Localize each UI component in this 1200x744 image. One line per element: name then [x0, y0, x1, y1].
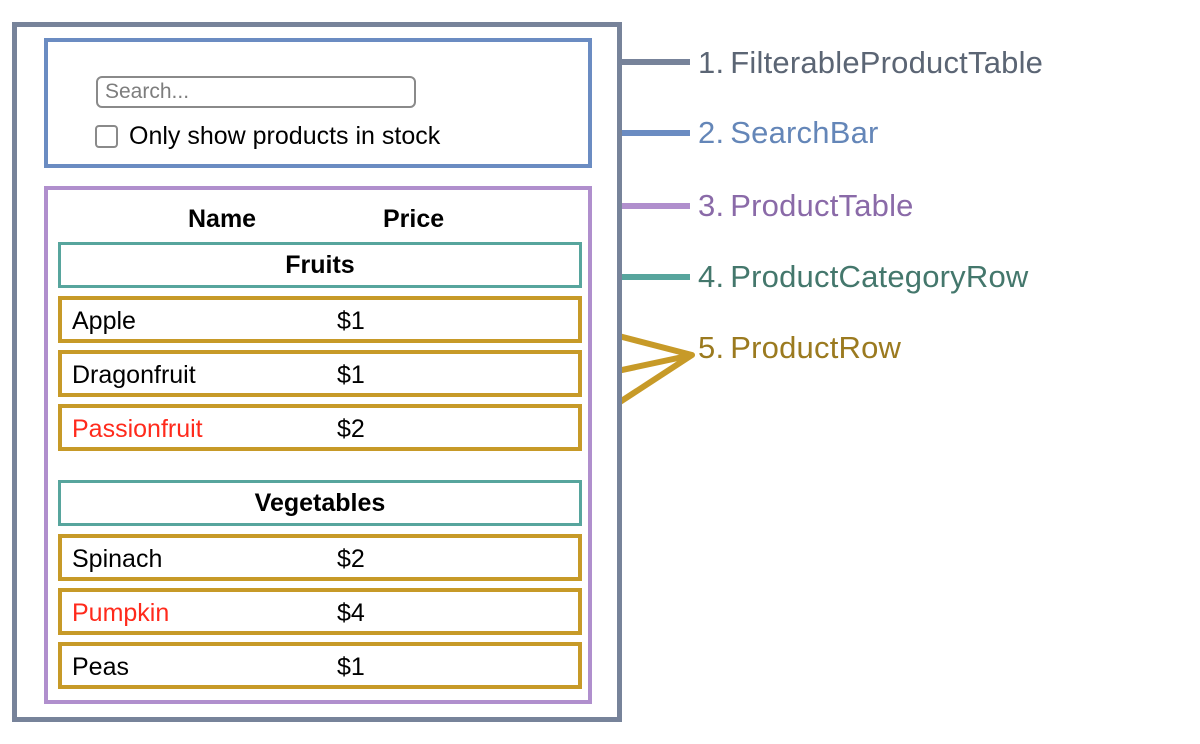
product-table: Name Price Fruits Apple $1 Dragonfruit $…	[58, 196, 582, 696]
table-row[interactable]: Pumpkin $4	[58, 588, 582, 635]
legend-text: ProductCategoryRow	[730, 259, 1029, 294]
legend-number: 1.	[698, 45, 725, 80]
product-name: Pumpkin	[72, 599, 170, 627]
product-table-box: Name Price Fruits Apple $1 Dragonfruit $…	[44, 186, 592, 704]
table-header-row: Name Price	[58, 196, 582, 242]
search-bar-box: Search... Only show products in stock	[44, 38, 592, 168]
legend-item-product-table: 3.ProductTable	[698, 190, 914, 221]
product-name: Peas	[72, 653, 129, 681]
product-category-label: Fruits	[285, 250, 355, 279]
product-name: Dragonfruit	[72, 361, 196, 389]
table-row[interactable]: Apple $1	[58, 296, 582, 343]
product-price: $1	[337, 653, 365, 681]
legend-item-search-bar: 2.SearchBar	[698, 117, 879, 148]
legend-text: SearchBar	[730, 115, 879, 150]
table-row[interactable]: Passionfruit $2	[58, 404, 582, 451]
table-row[interactable]: Dragonfruit $1	[58, 350, 582, 397]
legend-text: ProductTable	[730, 188, 914, 223]
legend-item-product-row: 5.ProductRow	[698, 332, 901, 363]
product-name: Passionfruit	[72, 415, 203, 443]
column-header-price: Price	[383, 205, 445, 233]
product-category-label: Vegetables	[254, 488, 386, 517]
product-price: $2	[337, 415, 365, 443]
group-spacer	[58, 458, 582, 480]
legend-text: ProductRow	[730, 330, 902, 365]
legend-number: 4.	[698, 259, 725, 294]
legend-item-filterable-product-table: 1.FilterableProductTable	[698, 47, 1043, 78]
in-stock-filter-row[interactable]: Only show products in stock	[95, 124, 440, 149]
legend-number: 2.	[698, 115, 725, 150]
column-header-name: Name	[188, 205, 257, 233]
product-name: Spinach	[72, 545, 163, 573]
search-input[interactable]: Search...	[96, 76, 416, 108]
product-category-row: Fruits	[58, 242, 582, 288]
table-row[interactable]: Peas $1	[58, 642, 582, 689]
in-stock-checkbox[interactable]	[95, 125, 118, 148]
legend-item-product-category-row: 4.ProductCategoryRow	[698, 261, 1029, 292]
legend-number: 5.	[698, 330, 725, 365]
product-price: $4	[337, 599, 365, 627]
product-price: $1	[337, 307, 365, 335]
product-category-row: Vegetables	[58, 480, 582, 526]
in-stock-checkbox-label: Only show products in stock	[129, 122, 441, 150]
product-price: $1	[337, 361, 365, 389]
legend-text: FilterableProductTable	[730, 45, 1044, 80]
product-price: $2	[337, 545, 365, 573]
legend-number: 3.	[698, 188, 725, 223]
table-row[interactable]: Spinach $2	[58, 534, 582, 581]
product-name: Apple	[72, 307, 136, 335]
